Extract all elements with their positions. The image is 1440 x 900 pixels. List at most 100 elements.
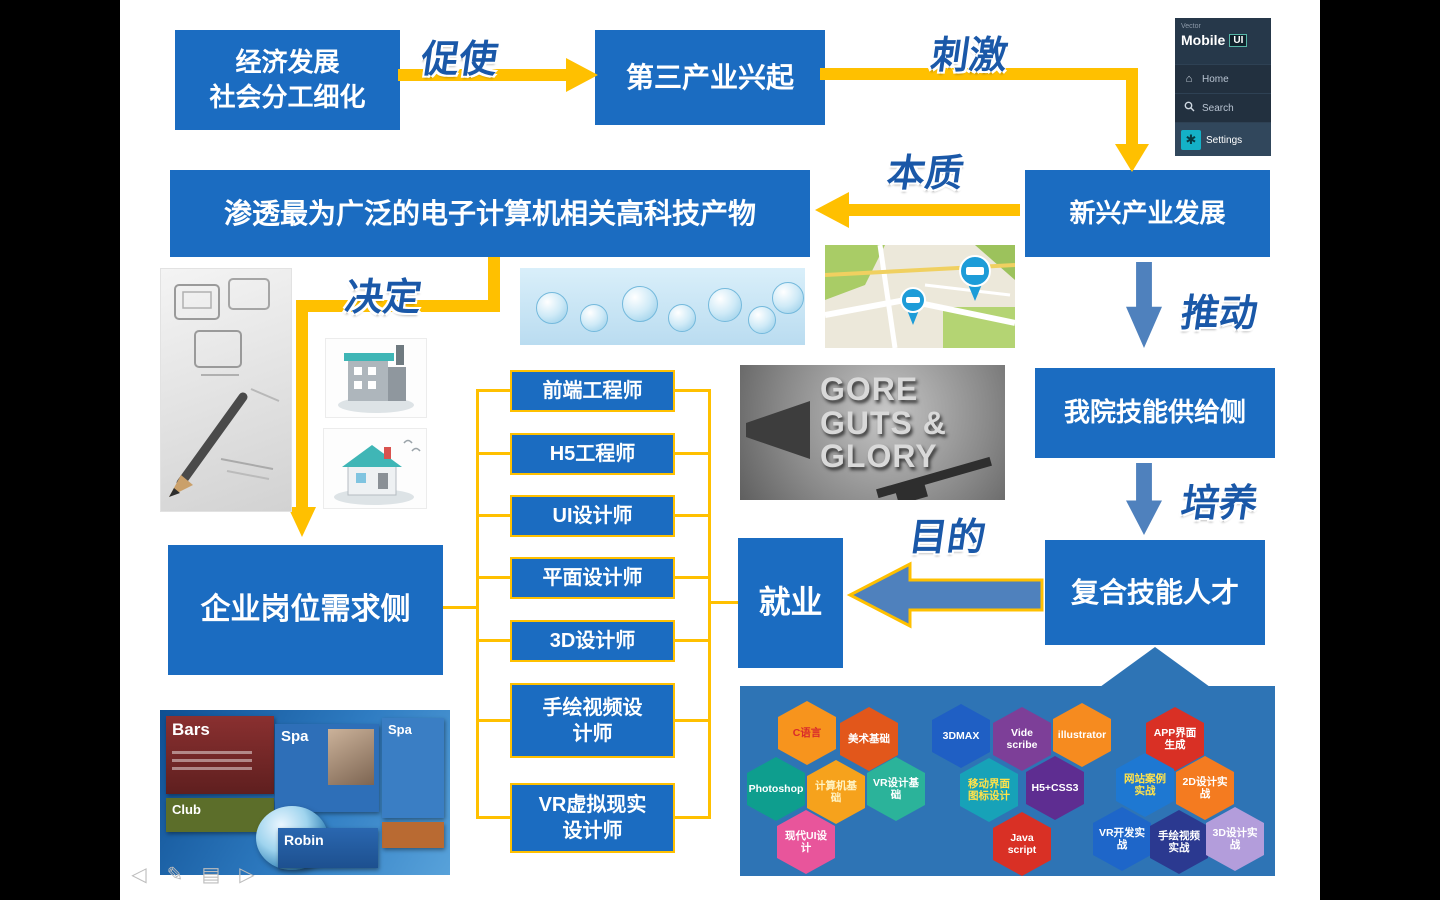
prev-slide-icon[interactable]: ◁ — [131, 864, 147, 886]
connector-stub — [675, 816, 711, 819]
card-robin: Robin — [278, 828, 378, 868]
connector-demand — [443, 606, 478, 609]
job-box-graphic-designer: 平面设计师 — [510, 557, 675, 599]
map-drawing — [825, 245, 1015, 348]
map-pin-icon — [900, 287, 926, 325]
arrow-purpose-left — [846, 561, 1044, 629]
pen-tool-icon[interactable]: ✎ — [166, 864, 184, 886]
mobile-ui-thumbnail: Vector Mobile UI ⌂ Home Search ✱ Setting… — [1175, 18, 1271, 156]
job-box-vr-designer: VR虚拟现实 设计师 — [510, 783, 675, 853]
connector-stub — [478, 719, 512, 722]
arrow-promote-right — [398, 58, 598, 92]
pencil-sketch-drawing — [169, 278, 280, 497]
mobile-ui-header: Vector Mobile UI — [1175, 18, 1271, 64]
job-box-ui-designer: UI设计师 — [510, 495, 675, 537]
arrow-essence-left — [815, 192, 1020, 228]
bubble — [536, 292, 568, 324]
gore-title-text: GORE GUTS & GLORY — [820, 371, 947, 475]
menu-label: Search — [1202, 102, 1234, 114]
connector-right-spine — [708, 389, 711, 819]
card-orange-block — [382, 822, 444, 848]
home-icon: ⌂ — [1185, 73, 1193, 85]
bubble — [580, 304, 608, 332]
job-box-handdrawn-video-designer: 手绘视频设 计师 — [510, 683, 675, 758]
panel-callout-notch — [1100, 647, 1210, 687]
slide-menu-icon[interactable]: ▤ — [201, 864, 221, 886]
card-spa-right: Spa — [382, 718, 444, 818]
hex-h5-css3: H5+CSS3 — [1026, 756, 1084, 820]
label-jueding: 决定 — [342, 277, 425, 319]
hex-3d-design: 3D设计实战 — [1206, 807, 1264, 871]
ui-cards-collage-image: Bars Club Spa Spa Robin — [160, 710, 450, 875]
hex-javascript: Java script — [993, 812, 1051, 876]
building-illustration-1 — [325, 338, 427, 418]
hex-handdrawn-video: 手绘视频实战 — [1150, 810, 1208, 874]
building-drawing — [338, 345, 414, 413]
box-computer-hightech: 渗透最为广泛的电子计算机相关高科技产物 — [170, 170, 810, 257]
skills-hexagon-panel: C语言 美术基础 3DMAX Vide scribe illustrator A… — [740, 686, 1275, 876]
connector-stub — [478, 452, 512, 455]
hex-vr-dev: VR开发实战 — [1093, 807, 1151, 871]
job-box-frontend-engineer: 前端工程师 — [510, 370, 675, 412]
connector-stub — [675, 719, 711, 722]
hex-c-language: C语言 — [778, 701, 836, 765]
hex-modern-ui-design: 现代UI设计 — [777, 810, 835, 874]
card-spa-main: Spa — [275, 724, 379, 812]
connector-left-spine — [476, 389, 479, 819]
arrow-push-down — [1126, 262, 1162, 348]
mobile-ui-brand: Mobile UI — [1181, 32, 1265, 48]
connector-stub — [675, 452, 711, 455]
arrow-decide-elbow — [288, 257, 500, 537]
hex-videscribe: Vide scribe — [993, 707, 1051, 771]
connector-stub — [675, 514, 711, 517]
mobile-ui-menu-settings: ✱ Settings — [1175, 122, 1271, 156]
building-illustration-2 — [323, 428, 427, 509]
card-bars: Bars — [166, 716, 274, 794]
label-tuidong: 推动 — [1178, 293, 1261, 335]
card-text-lines — [172, 746, 252, 775]
bubble — [772, 282, 804, 314]
box-employment: 就业 — [738, 538, 843, 668]
connector-stub — [675, 639, 711, 642]
bubble — [748, 306, 776, 334]
job-box-h5-engineer: H5工程师 — [510, 433, 675, 475]
box-emerging-industry: 新兴产业发展 — [1025, 170, 1270, 257]
arrow-cultivate-down — [1126, 463, 1162, 535]
mobile-ui-menu-search: Search — [1175, 93, 1271, 122]
box-composite-talent: 复合技能人才 — [1045, 540, 1265, 645]
card-club: Club — [166, 798, 274, 832]
mobile-ui-vendor: Vector — [1181, 23, 1201, 30]
hex-mobile-icon-design: 移动界面 图标设计 — [960, 758, 1018, 822]
bubble — [622, 286, 658, 322]
next-slide-icon[interactable]: ▷ — [239, 864, 255, 886]
hex-computer-basics: 计算机基础 — [807, 760, 865, 824]
connector-stub — [478, 514, 512, 517]
label-peiyang: 培养 — [1178, 483, 1261, 525]
hex-vr-design-basics: VR设计基础 — [867, 757, 925, 821]
pencil-sketch-image — [160, 268, 292, 512]
map-with-pins-image — [825, 245, 1015, 348]
hex-photoshop: Photoshop — [747, 757, 805, 821]
card-photo — [328, 729, 374, 785]
megaphone-shape — [746, 401, 810, 459]
label-benzhi: 本质 — [884, 153, 967, 195]
box-economy: 经济发展 社会分工细化 — [175, 30, 400, 130]
box-enterprise-demand-side: 企业岗位需求侧 — [168, 545, 443, 675]
label-cushi: 促使 — [418, 39, 501, 81]
connector-stub — [675, 389, 711, 392]
ui-badge: UI — [1229, 33, 1248, 47]
house-drawing — [334, 439, 421, 505]
connector-stub — [478, 639, 512, 642]
bubble — [708, 288, 742, 322]
slide-canvas: 经济发展 社会分工细化 第三产业兴起 新兴产业发展 渗透最为广泛的电子计算机相关… — [120, 0, 1320, 900]
connector-stub — [478, 389, 512, 392]
menu-label: Settings — [1206, 134, 1243, 146]
settings-gear-icon: ✱ — [1181, 130, 1201, 150]
connector-stub — [478, 816, 512, 819]
connector-stub — [478, 576, 512, 579]
connector-stub — [675, 576, 711, 579]
label-mudi: 目的 — [906, 517, 989, 559]
map-pin-icon — [959, 255, 991, 301]
job-box-3d-designer: 3D设计师 — [510, 620, 675, 662]
